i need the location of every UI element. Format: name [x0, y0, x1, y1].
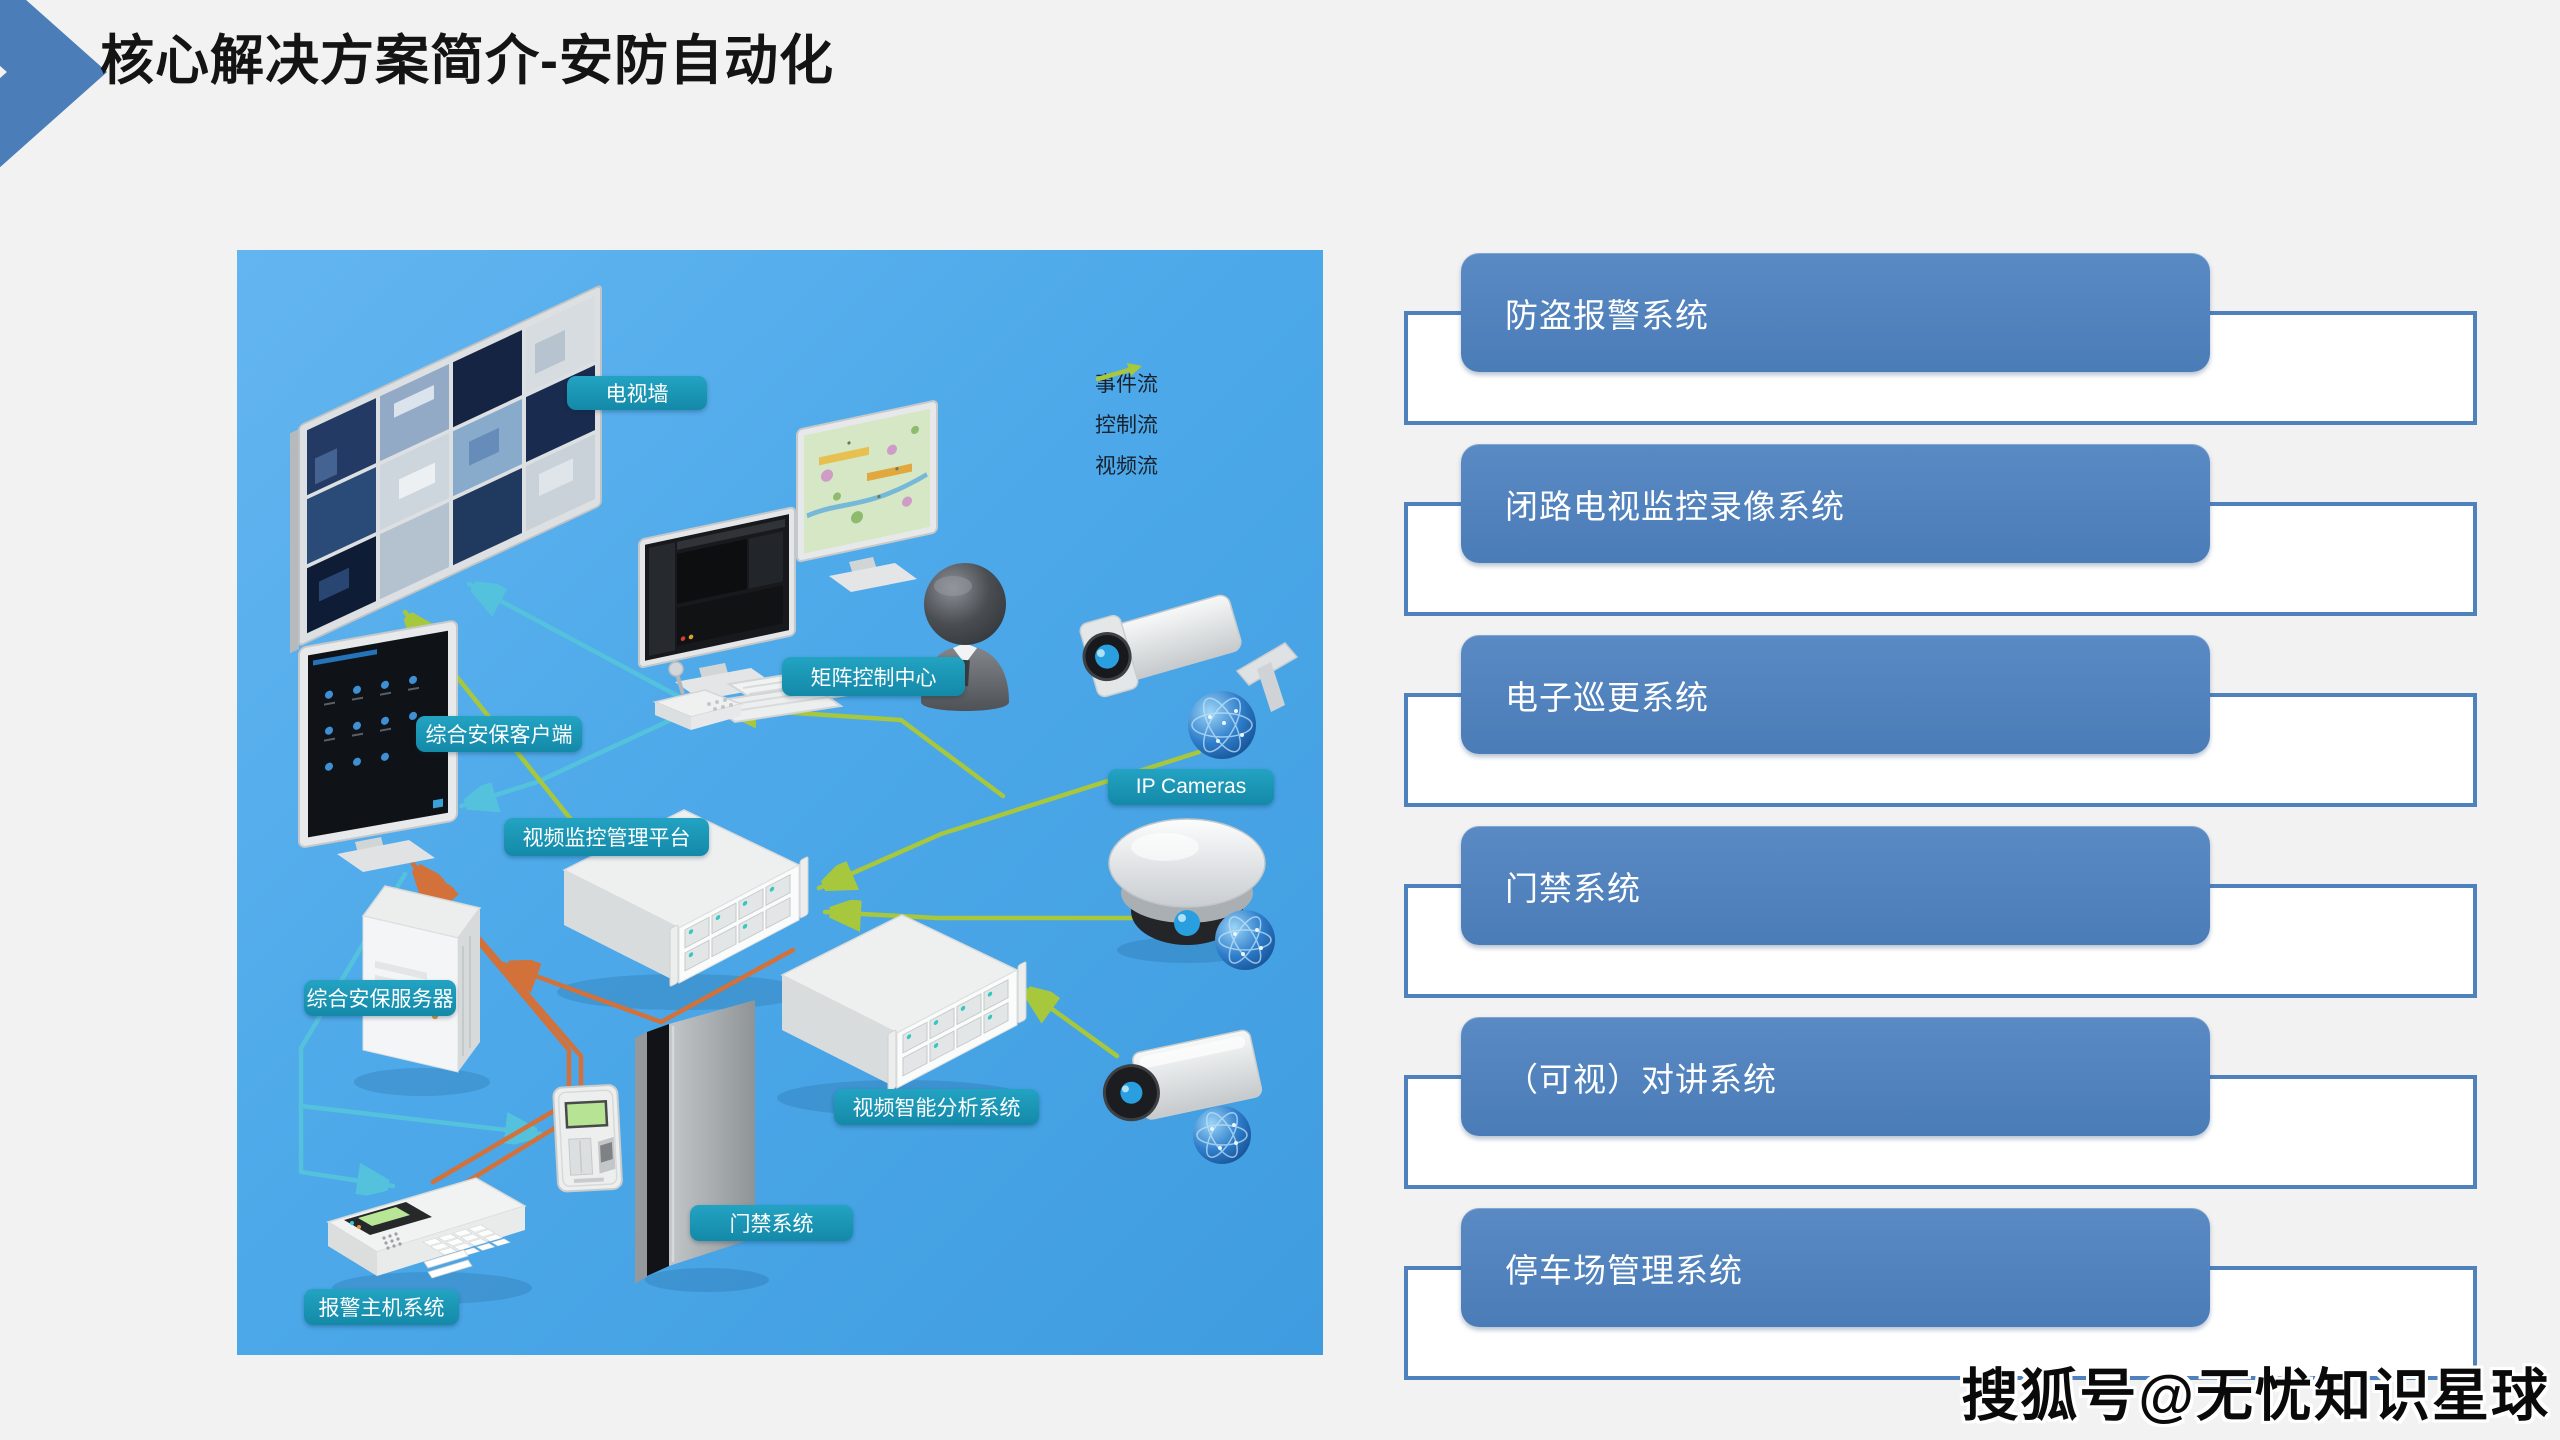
system-item-parking: 停车场管理系统 — [1404, 1208, 2477, 1380]
video-flow-line — [718, 708, 1006, 799]
label-alarm-host-system: 报警主机系统 — [304, 1289, 459, 1325]
label-access-control-system: 门禁系统 — [690, 1205, 853, 1241]
video-management-server — [562, 809, 809, 987]
video-flow-line — [822, 912, 1218, 918]
system-item-intercom: （可视）对讲系统 — [1404, 1017, 2477, 1189]
video-analysis-server — [780, 914, 1027, 1092]
control-flow-line — [298, 1103, 544, 1134]
watermark: 搜狐号@无忧知识星球 — [1961, 1364, 2550, 1428]
legend-label: 事件流 — [1095, 372, 1158, 396]
label-video-surveillance-platform: 视频监控管理平台 — [504, 818, 709, 856]
box-camera — [1102, 1029, 1263, 1122]
system-button-label: （可视）对讲系统 — [1505, 1060, 1777, 1098]
system-item-burglar-alarm: 防盗报警系统 — [1404, 253, 2477, 425]
legend-video-flow: 视频流 — [1095, 363, 1158, 485]
event-flow-line — [413, 864, 572, 1185]
label-ip-cameras: IP Cameras — [1108, 769, 1274, 805]
page-title: 核心解决方案简介-安防自动化 — [100, 31, 834, 91]
flow-legend: 事件流 控制流 视频流 — [1095, 362, 1158, 485]
control-flow-line — [469, 584, 692, 705]
access-door — [635, 1000, 755, 1284]
label-security-client: 综合安保客户端 — [416, 716, 582, 752]
legend-control-flow: 控制流 — [1095, 363, 1158, 444]
legend-label: 视频流 — [1095, 454, 1158, 478]
network-globe — [1188, 691, 1256, 759]
system-item-patrol: 电子巡更系统 — [1404, 635, 2477, 807]
legend-label: 控制流 — [1095, 413, 1158, 437]
system-item-cctv: 闭路电视监控录像系统 — [1404, 444, 2477, 616]
system-button: 电子巡更系统 — [1461, 635, 2210, 754]
system-button-label: 防盗报警系统 — [1505, 296, 1709, 334]
network-globe — [1193, 1106, 1251, 1164]
security-system-diagram: 电视墙 矩阵控制中心 综合安保客户端 视频监控管理平台 综合安保服务器 视频智能… — [237, 250, 1323, 1355]
security-tower-server — [361, 885, 482, 1073]
title-chevron-icon — [0, 0, 170, 175]
system-button-label: 电子巡更系统 — [1505, 678, 1709, 716]
joystick-controller — [652, 661, 744, 730]
system-item-access-control: 门禁系统 — [1404, 826, 2477, 998]
alarm-host-keypad — [326, 1177, 527, 1279]
systems-list: 防盗报警系统 闭路电视监控录像系统 电子巡更系统 门禁系统 （可视）对讲系统 停… — [1404, 253, 2477, 1393]
dome-camera — [1108, 818, 1266, 945]
monitor-base — [829, 563, 917, 592]
event-flow-line — [500, 947, 796, 1025]
system-button: （可视）对讲系统 — [1461, 1017, 2210, 1136]
tv-wall-device — [290, 285, 602, 654]
label-tv-wall: 电视墙 — [567, 376, 707, 410]
system-button: 门禁系统 — [1461, 826, 2210, 945]
system-button-label: 停车场管理系统 — [1505, 1251, 1743, 1289]
workstation-monitor-left — [638, 506, 796, 669]
door-card-reader — [552, 1084, 623, 1193]
system-button: 闭路电视监控录像系统 — [1461, 444, 2210, 563]
system-button: 防盗报警系统 — [1461, 253, 2210, 372]
system-button-label: 门禁系统 — [1505, 869, 1641, 907]
label-matrix-control-center: 矩阵控制中心 — [782, 657, 965, 696]
label-video-analysis-system: 视频智能分析系统 — [834, 1089, 1039, 1125]
control-flow-line — [298, 871, 408, 1186]
workstation-monitor-map — [796, 400, 938, 563]
control-flow-line — [458, 715, 678, 806]
bullet-camera — [1079, 594, 1299, 712]
video-flow-arrow-icon — [1095, 363, 1142, 382]
security-client-monitor — [298, 620, 458, 872]
system-button-label: 闭路电视监控录像系统 — [1505, 487, 1845, 525]
network-globe — [1215, 910, 1275, 970]
video-flow-line — [1023, 988, 1120, 1059]
label-security-server: 综合安保服务器 — [304, 980, 456, 1016]
system-button: 停车场管理系统 — [1461, 1208, 2210, 1327]
